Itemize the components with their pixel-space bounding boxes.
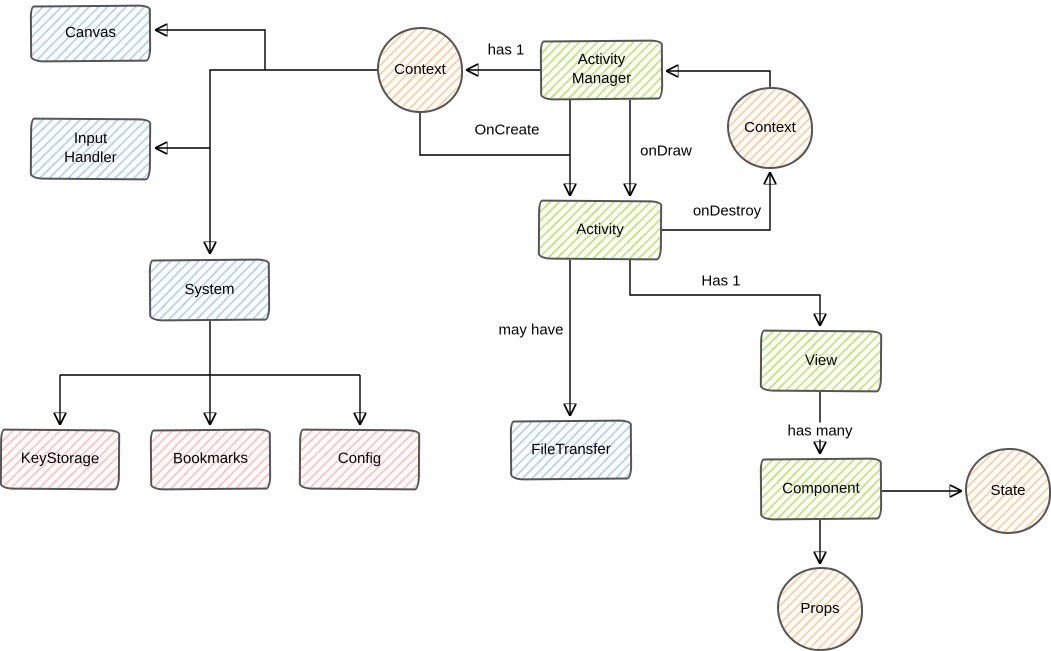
node-view-label: View <box>804 351 838 369</box>
node-state-label: State <box>990 481 1026 499</box>
node-bookmarks-label: Bookmarks <box>172 449 249 468</box>
node-input-handler[interactable]: Input Handler <box>29 117 152 181</box>
edge-branch-to-canvas <box>157 30 266 70</box>
node-filetransfer-label: FileTransfer <box>531 440 611 458</box>
node-system[interactable]: System <box>148 258 271 322</box>
node-system-label: System <box>184 280 235 298</box>
node-canvas[interactable]: Canvas <box>29 4 152 63</box>
edge-label-has-1-top: has 1 <box>484 41 528 59</box>
edge-label-ondestroy: onDestroy <box>689 202 765 220</box>
node-props-label: Props <box>800 599 840 617</box>
node-filetransfer[interactable]: FileTransfer <box>509 419 633 481</box>
node-config[interactable]: Config <box>298 428 421 491</box>
node-config-label: Config <box>337 449 382 468</box>
edge-label-ondraw: onDraw <box>637 142 695 160</box>
node-canvas-label: Canvas <box>64 23 116 42</box>
node-activity[interactable]: Activity <box>537 199 663 261</box>
node-props[interactable]: Props <box>777 567 863 651</box>
node-context-right-label: Context <box>744 118 796 136</box>
node-component-label: Component <box>782 479 860 497</box>
edge-label-has-many: has many <box>784 422 856 440</box>
node-context-left[interactable]: Context <box>377 27 463 113</box>
edge-label-may-have: may have <box>495 321 567 339</box>
edge-context-to-system <box>210 69 377 252</box>
node-keystorage-label: KeyStorage <box>20 449 100 468</box>
node-context-right[interactable]: Context <box>727 87 813 169</box>
node-bookmarks[interactable]: Bookmarks <box>149 428 272 491</box>
node-input-handler-label: Input Handler <box>64 130 117 167</box>
edge-label-oncreate: OnCreate <box>471 121 543 139</box>
node-activity-manager[interactable]: Activity Manager <box>539 39 664 101</box>
node-view[interactable]: View <box>759 329 883 393</box>
node-state[interactable]: State <box>965 448 1051 534</box>
edge-context-right-to-activity-manager <box>668 71 771 87</box>
node-keystorage[interactable]: KeyStorage <box>0 428 121 491</box>
edge-activity-to-view <box>629 260 820 324</box>
node-activity-manager-label: Activity Manager <box>571 51 632 88</box>
node-component[interactable]: Component <box>759 457 883 521</box>
edge-label-has-1-bottom: Has 1 <box>698 272 744 290</box>
node-activity-label: Activity <box>576 220 624 238</box>
node-context-left-label: Context <box>394 60 446 78</box>
